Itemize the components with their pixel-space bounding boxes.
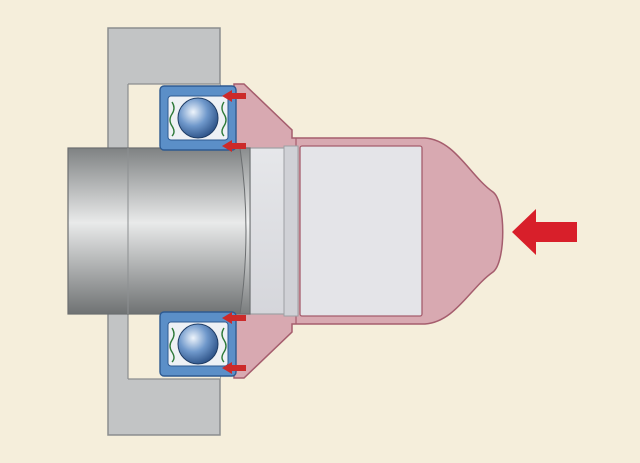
reaction-arrow-icon <box>222 140 246 152</box>
reaction-arrow-icon <box>222 312 246 324</box>
reaction-arrow-icon <box>222 90 246 102</box>
reaction-arrow-icon <box>222 362 246 374</box>
bearing-bottom <box>159 311 237 377</box>
force-arrow-icon <box>512 209 577 255</box>
ball-top <box>177 97 219 139</box>
bearing-top <box>159 85 237 151</box>
mounting-dolly <box>233 83 504 379</box>
ball-bottom <box>177 323 219 365</box>
reaction-arrows <box>222 90 246 374</box>
shaft <box>67 147 251 315</box>
